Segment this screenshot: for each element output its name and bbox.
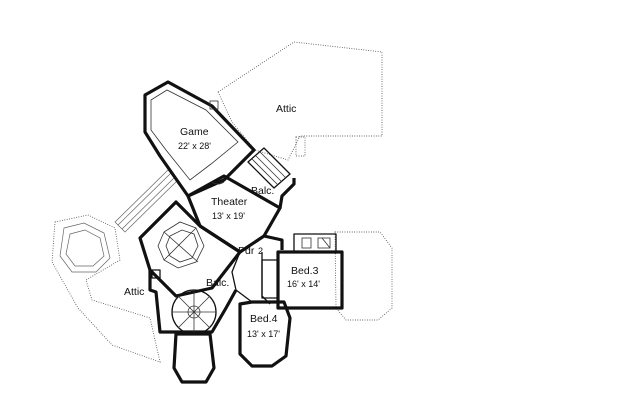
roof-outline-upper-right (217, 41, 383, 161)
game-room-label: Game (180, 126, 209, 138)
roof-outline-right (334, 231, 393, 321)
attic-left-label: Attic (124, 286, 144, 298)
bed3-label: Bed.3 (291, 265, 319, 277)
roof-outline-left (51, 214, 161, 363)
lower-balcony (148, 269, 238, 334)
bed3-size: 16' x 14' (287, 279, 320, 289)
left-pool-shape (59, 222, 111, 273)
foyer-octagon (138, 200, 242, 298)
theater-room-label: Theater (211, 196, 248, 208)
game-room-size: 22' x 28' (178, 141, 211, 151)
upper-stair (247, 147, 291, 189)
attic-upper-label: Attic (276, 103, 296, 115)
bed4-room (238, 300, 292, 368)
bottom-turret (172, 332, 216, 384)
game-room (143, 80, 256, 198)
bed4-size: 13' x 17' (247, 329, 280, 339)
spiral-stair (171, 289, 217, 335)
theater-room-size: 13' x 19' (212, 211, 245, 221)
balcony-lower-label: Balc. (206, 277, 229, 289)
diagonal-covered-walk (114, 169, 179, 233)
bed3-room (261, 233, 344, 310)
balcony-upper-label: Balc. (251, 185, 274, 197)
bed4-label: Bed.4 (250, 313, 278, 325)
bath-number-label: 2 (258, 246, 263, 256)
powder-room-label: Pdr (238, 245, 255, 257)
